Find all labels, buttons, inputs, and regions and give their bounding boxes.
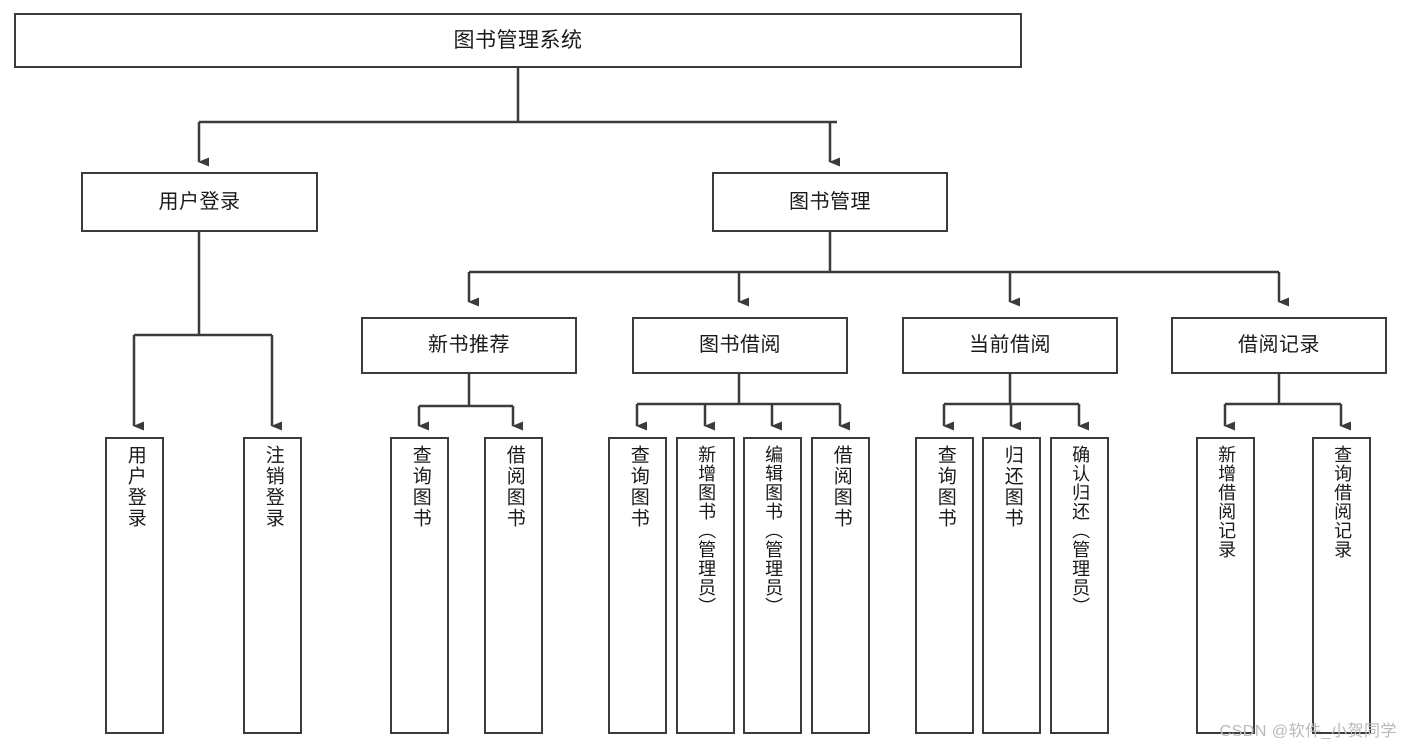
leaf-new-book-query-label: 查询图书 <box>409 445 431 529</box>
leaf-current-borrow-confirm[interactable]: 确认归还（管理员） <box>1050 437 1109 734</box>
leaf-current-borrow-confirm-label: 确认归还（管理员） <box>1070 445 1091 616</box>
leaf-new-book-borrow[interactable]: 借阅图书 <box>484 437 543 734</box>
node-user-login-label: 用户登录 <box>158 190 241 213</box>
leaf-borrow-record-query-label: 查询借阅记录 <box>1332 445 1353 559</box>
leaf-borrow-record-add[interactable]: 新增借阅记录 <box>1196 437 1255 734</box>
leaf-user-login-logout-label: 注销登录 <box>262 445 284 529</box>
node-book-management-label: 图书管理 <box>789 190 871 213</box>
leaf-book-borrow-query-label: 查询图书 <box>627 445 649 529</box>
leaf-new-book-query[interactable]: 查询图书 <box>390 437 449 734</box>
leaf-borrow-record-query[interactable]: 查询借阅记录 <box>1312 437 1371 734</box>
node-borrow-record[interactable]: 借阅记录 <box>1171 317 1387 374</box>
node-current-borrow[interactable]: 当前借阅 <box>902 317 1118 374</box>
node-book-management[interactable]: 图书管理 <box>712 172 948 232</box>
node-book-borrow[interactable]: 图书借阅 <box>632 317 848 374</box>
node-book-borrow-label: 图书借阅 <box>699 334 781 357</box>
leaf-new-book-borrow-label: 借阅图书 <box>503 445 525 529</box>
leaf-user-login-login-label: 用户登录 <box>124 445 146 529</box>
leaf-book-borrow-edit-label: 编辑图书（管理员） <box>763 445 784 616</box>
leaf-current-borrow-query[interactable]: 查询图书 <box>915 437 974 734</box>
leaf-user-login-login[interactable]: 用户登录 <box>105 437 164 734</box>
leaf-current-borrow-return[interactable]: 归还图书 <box>982 437 1041 734</box>
node-user-login[interactable]: 用户登录 <box>81 172 318 232</box>
leaf-current-borrow-query-label: 查询图书 <box>934 445 956 529</box>
leaf-book-borrow-borrow[interactable]: 借阅图书 <box>811 437 870 734</box>
leaf-book-borrow-add[interactable]: 新增图书（管理员） <box>676 437 735 734</box>
node-borrow-record-label: 借阅记录 <box>1238 334 1320 357</box>
leaf-book-borrow-add-label: 新增图书（管理员） <box>696 445 717 616</box>
leaf-user-login-logout[interactable]: 注销登录 <box>243 437 302 734</box>
leaf-book-borrow-edit[interactable]: 编辑图书（管理员） <box>743 437 802 734</box>
node-new-book-recommend[interactable]: 新书推荐 <box>361 317 577 374</box>
leaf-current-borrow-return-label: 归还图书 <box>1001 445 1023 529</box>
node-root[interactable]: 图书管理系统 <box>14 13 1022 68</box>
leaf-book-borrow-borrow-label: 借阅图书 <box>830 445 852 529</box>
node-root-label: 图书管理系统 <box>453 28 583 52</box>
node-new-book-recommend-label: 新书推荐 <box>428 334 510 357</box>
node-current-borrow-label: 当前借阅 <box>969 334 1051 357</box>
leaf-book-borrow-query[interactable]: 查询图书 <box>608 437 667 734</box>
watermark: CSDN @软件_小贺同学 <box>1219 723 1397 740</box>
leaf-borrow-record-add-label: 新增借阅记录 <box>1216 445 1237 559</box>
